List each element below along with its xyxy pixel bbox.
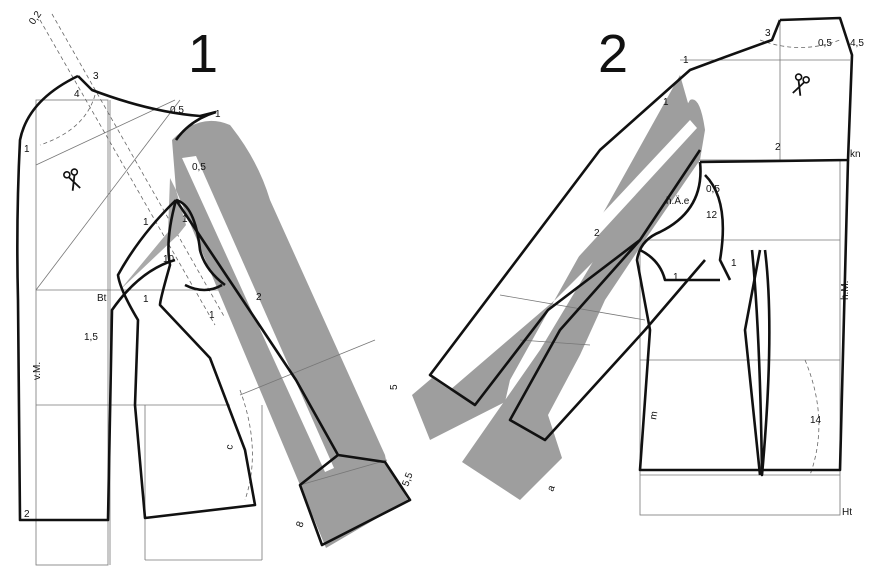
label-14: 14 (810, 415, 822, 426)
label-vm: v.M. (32, 362, 43, 380)
figure-1-number: 1 (188, 24, 218, 84)
label-0-5: 0,5 (706, 184, 720, 195)
label-12: 12 (706, 210, 718, 221)
label-bt: Bt (97, 293, 107, 304)
label-c: c (224, 444, 236, 451)
label-1-sleeve: 1 (663, 97, 669, 108)
label-4-5: 4,5 (850, 38, 864, 49)
label-hm: h.M. (840, 281, 851, 300)
label-1-arm: 1 (143, 294, 149, 305)
label-2: 2 (256, 292, 262, 303)
label-1-arm: 1 (673, 272, 679, 283)
label-4: 4 (74, 89, 80, 100)
label-2: 2 (775, 142, 781, 153)
figure-2-outlines (428, 16, 854, 477)
label-5: 5 (389, 384, 400, 390)
label-ht: Ht (842, 507, 852, 518)
figure-1: 1 0,2 3 4 1 0,5 1 0,5 1 1 10 1 2 1 Bt 1,… (16, 9, 416, 566)
label-a: a (545, 484, 557, 493)
label-8: 8 (294, 520, 306, 529)
label-5-5: 5,5 (400, 471, 415, 488)
figure-1-construction-lines (35, 13, 263, 566)
figure-1-sleeve-shaded (120, 120, 408, 548)
label-0-5-b: 0,5 (192, 162, 206, 173)
figure-2-sleeve-shaded (412, 75, 705, 500)
figure-1-outlines (16, 74, 412, 547)
label-hae: h.Ä.e (666, 195, 690, 207)
label-2-hem: 2 (24, 509, 30, 520)
label-1-mid: 1 (182, 214, 188, 225)
label-1-low: 1 (209, 310, 215, 321)
label-2-left: 2 (594, 228, 600, 239)
label-kn: kn (850, 149, 861, 160)
label-3: 3 (765, 28, 771, 39)
figure-2: 2 3 0,5 4,5 1 1 2 kn 0,5 h.Ä.e 12 2 1 1 … (389, 16, 864, 518)
label-1-top: 1 (683, 55, 689, 66)
label-m: m (648, 410, 660, 420)
figure-2-number: 2 (598, 24, 628, 84)
label-1-top: 1 (24, 144, 30, 155)
label-1-5: 1,5 (84, 332, 98, 343)
label-1-left: 1 (143, 217, 149, 228)
label-3: 3 (93, 71, 99, 82)
scissors-icon (792, 73, 810, 96)
label-0-2: 0,2 (27, 9, 44, 27)
label-1-right: 1 (215, 109, 221, 120)
label-0-5-top: 0,5 (818, 38, 832, 49)
label-10: 10 (163, 254, 175, 265)
label-1-right: 1 (731, 258, 737, 269)
scissors-icon (63, 168, 81, 191)
label-0-5-a: 0,5 (170, 105, 184, 116)
